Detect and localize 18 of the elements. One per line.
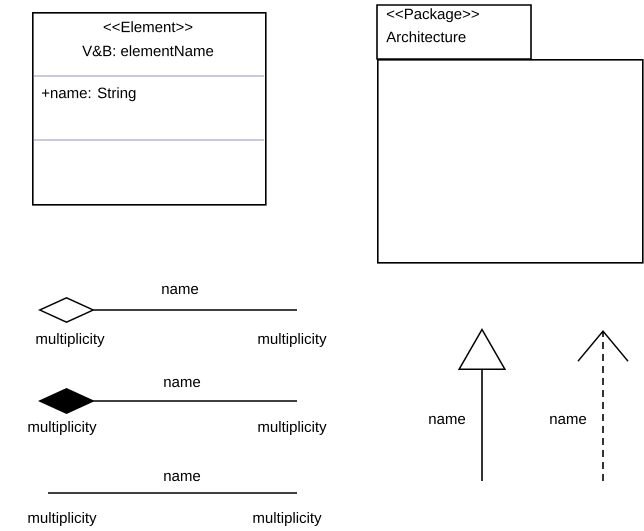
multiplicity-label: multiplicity [36,333,105,347]
package-box [376,4,644,264]
multiplicity-label: multiplicity [28,421,97,435]
multiplicity-label: multiplicity [258,421,327,435]
multiplicity-label: multiplicity [258,333,327,347]
attribute-label: +name: String [42,87,136,102]
name-label: name [429,416,466,424]
name-label: name [164,378,200,388]
package-name: Architecture [386,31,466,42]
stereotype-label: <<Package>> [386,8,479,22]
name-label: name [162,286,198,294]
class-name: V&B: elementName [82,45,214,56]
stereotype-label: <<Element>> [104,21,192,32]
multiplicity-label: multiplicity [28,512,97,526]
name-label: name [164,472,200,482]
multiplicity-label: multiplicity [253,512,322,526]
name-label: name [550,416,586,424]
class-box [32,12,267,206]
